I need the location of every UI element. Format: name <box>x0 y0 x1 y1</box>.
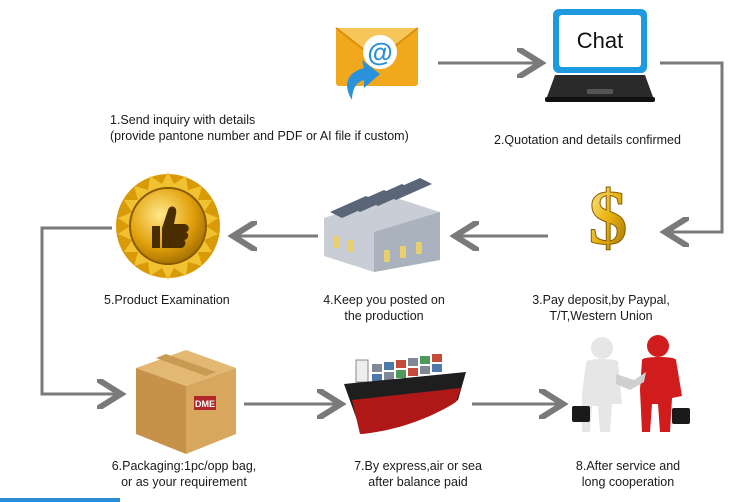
step-6-label: 6.Packaging:1pc/opp bag, or as your requ… <box>96 458 272 490</box>
svg-text:$: $ <box>589 174 628 260</box>
thumbs-up-seal-icon <box>116 172 220 280</box>
step-3-line-1: 3.Pay deposit,by Paypal, <box>532 293 670 307</box>
chat-screen-text: Chat <box>577 28 623 53</box>
box-label: DME <box>195 399 215 409</box>
step-1-line-1: 1.Send inquiry with details <box>110 113 256 127</box>
step-5-label: 5.Product Examination <box>104 292 230 308</box>
email-icon: @ <box>335 27 419 100</box>
accent-bar <box>0 498 120 502</box>
cargo-ship-icon <box>344 354 466 434</box>
svg-text:@: @ <box>367 37 392 67</box>
step-8-line-1: 8.After service and <box>575 459 681 473</box>
step-4-line-1: 4.Keep you posted on <box>323 293 445 307</box>
step-2-line-1: 2.Quotation and details confirmed <box>494 133 681 147</box>
step-1-line-2: (provide pantone number and PDF or AI fi… <box>110 129 409 143</box>
arrow-2-to-3 <box>660 61 724 232</box>
step-8-line-2: long cooperation <box>581 475 675 489</box>
step-8-label: 8.After service and long cooperation <box>560 458 696 490</box>
step-6-line-1: 6.Packaging:1pc/opp bag, <box>111 459 257 473</box>
step-3-line-2: T/T,Western Union <box>549 309 653 323</box>
cardboard-box-icon: DME <box>136 350 236 454</box>
factory-icon <box>324 178 440 272</box>
step-1-label: 1.Send inquiry with details (provide pan… <box>110 112 409 144</box>
step-7-label: 7.By express,air or sea after balance pa… <box>338 458 498 490</box>
laptop-chat-icon: Chat <box>545 9 655 102</box>
step-7-line-1: 7.By express,air or sea <box>354 459 482 473</box>
step-2-label: 2.Quotation and details confirmed <box>494 132 681 148</box>
step-7-line-2: after balance paid <box>368 475 468 489</box>
step-3-label: 3.Pay deposit,by Paypal, T/T,Western Uni… <box>518 292 684 324</box>
step-6-line-2: or as your requirement <box>121 475 247 489</box>
step-5-line-1: 5.Product Examination <box>104 293 230 307</box>
arrow-5-to-6 <box>40 226 118 394</box>
step-4-line-2: the production <box>344 309 424 323</box>
dollar-sign-icon: $ <box>588 174 628 261</box>
handshake-icon <box>572 335 690 432</box>
step-4-label: 4.Keep you posted on the production <box>306 292 462 324</box>
